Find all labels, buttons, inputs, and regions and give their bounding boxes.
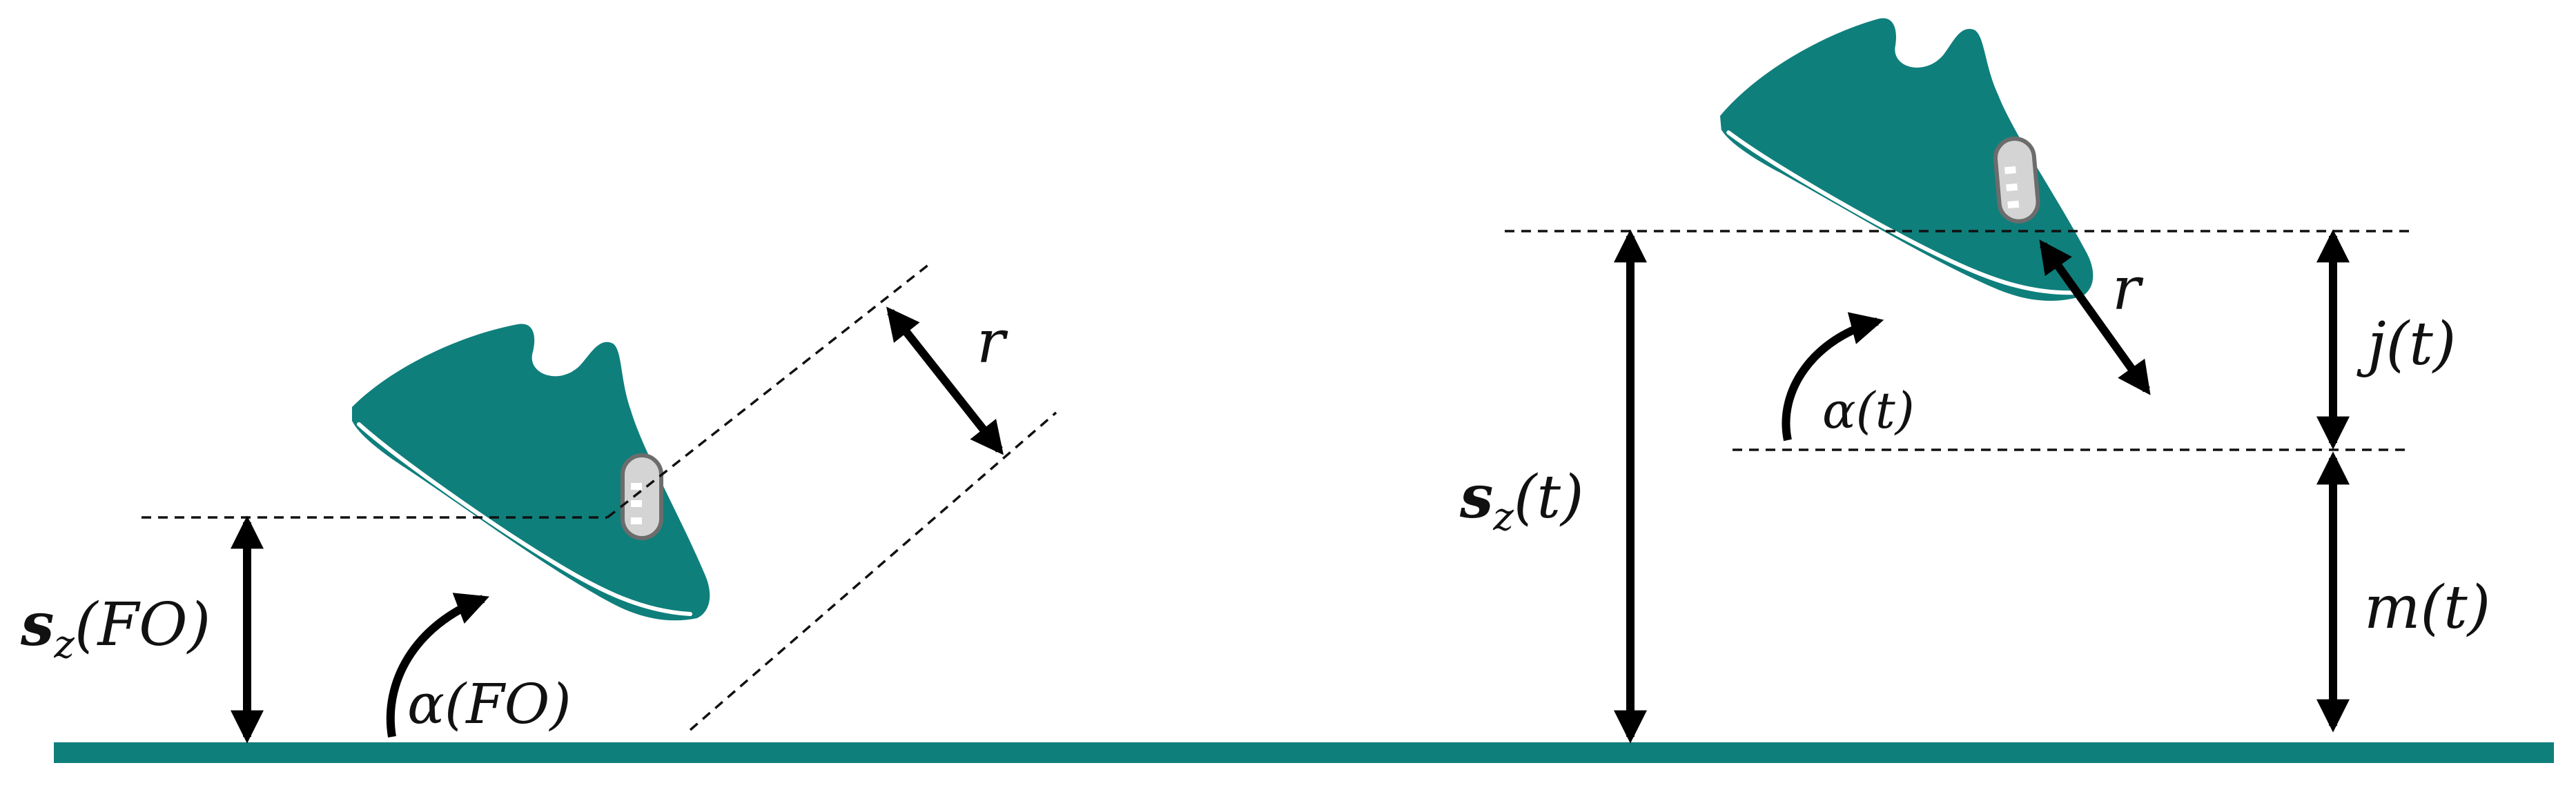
r-arrow-left <box>886 306 1004 455</box>
alpha-t-label: α(t) <box>1822 382 1915 439</box>
alpha-fo-arc <box>386 593 489 737</box>
sz-t-label: sz(t) <box>1459 462 1584 539</box>
j-t-label: j(t) <box>2357 310 2456 379</box>
r-label-left: r <box>977 308 1008 377</box>
shoe-icon <box>352 324 710 620</box>
r-arrow-right <box>2039 239 2151 395</box>
shoe-icon <box>1713 2 2095 328</box>
alpha-t-arc <box>1782 312 1884 442</box>
alpha-fo-label: α(FO) <box>407 672 572 736</box>
r-label-right: r <box>2112 255 2144 324</box>
m-t-label: m(t) <box>2364 573 2490 642</box>
left-sole-diag-dash <box>689 411 1057 731</box>
sz-fo-label: sz(FO) <box>20 590 211 667</box>
left-sensor-diag-dash <box>606 261 933 519</box>
ground-line <box>54 742 2554 763</box>
